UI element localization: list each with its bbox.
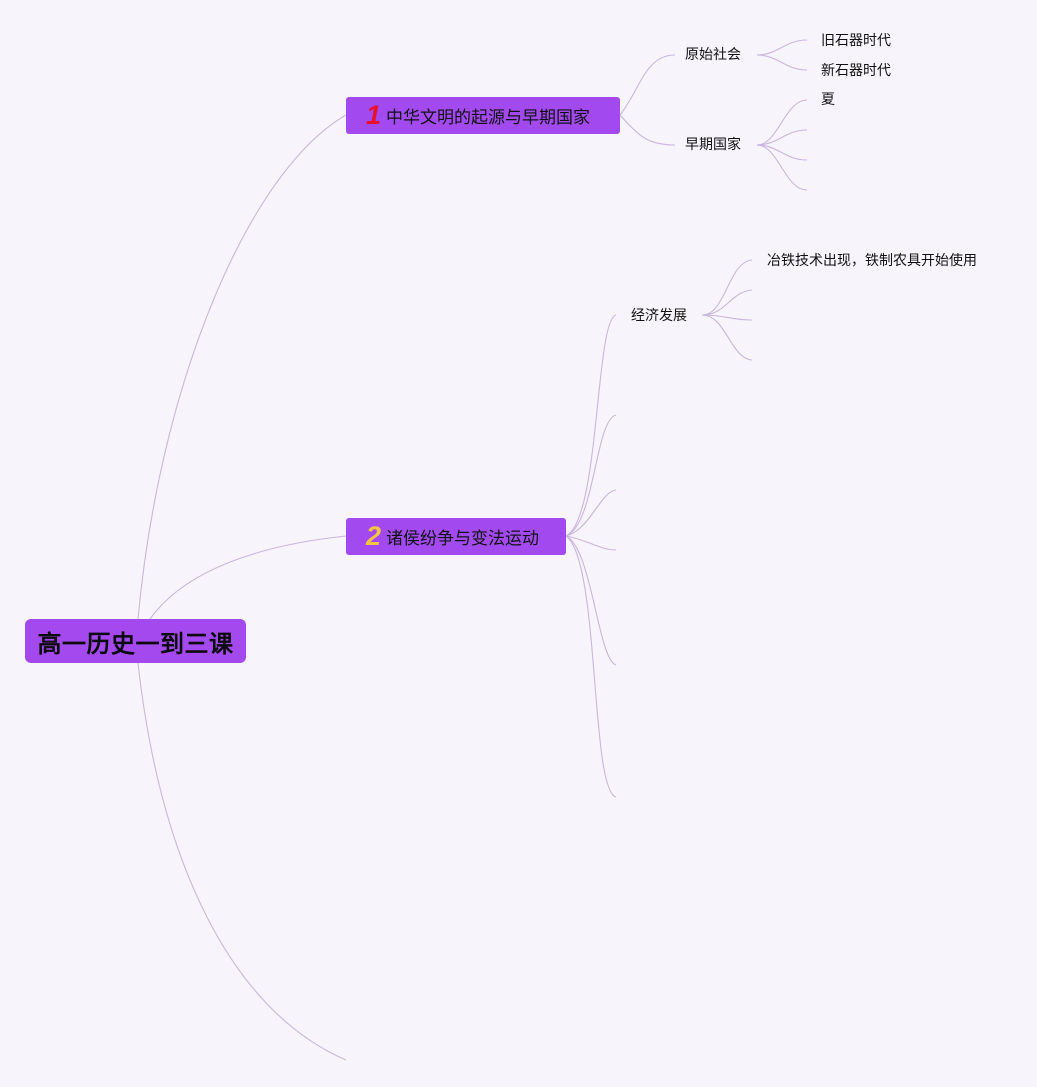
connector-zaoqi-c4: [756, 144, 808, 191]
connector-yuanshi-c2: [756, 54, 808, 71]
subtopic-xia[interactable]: 夏: [821, 92, 835, 108]
root-node-label: 高一历史一到三课: [37, 629, 234, 658]
topic-zaoqi-guojia[interactable]: 早期国家: [685, 137, 741, 153]
connector-jingji-c1: [701, 259, 753, 316]
connector-root-branch3: [137, 662, 347, 1061]
connector-zaoqi-c2: [756, 129, 808, 146]
number-2-badge: 2: [366, 521, 382, 551]
topic-jingji-fazhan[interactable]: 经济发展: [631, 308, 687, 324]
topic-yuanshi-shehui[interactable]: 原始社会: [685, 47, 741, 63]
root-node[interactable]: 高一历史一到三课: [25, 619, 246, 663]
connector-b2-c2: [565, 414, 617, 537]
connector-jingji-c4: [701, 314, 753, 361]
subtopic-xinshiqi[interactable]: 新石器时代: [821, 63, 891, 79]
connector-b2-c3: [565, 489, 617, 537]
connector-jingji-c2: [701, 289, 753, 316]
branch-2-label: 诸侯纷争与变法运动: [386, 529, 540, 549]
number-1-badge: 1: [366, 100, 382, 130]
connector-b2-jingji: [565, 314, 617, 537]
subtopic-jiushiqi[interactable]: 旧石器时代: [821, 33, 891, 49]
connector-zaoqi-c1: [756, 99, 808, 146]
branch-1-label: 中华文明的起源与早期国家: [386, 108, 591, 128]
subtopic-yetie[interactable]: 冶铁技术出现，铁制农具开始使用: [767, 253, 977, 269]
connector-b2-c6: [565, 535, 617, 798]
branch-node-2[interactable]: 2 诸侯纷争与变法运动: [346, 518, 566, 555]
connector-b1-yuanshi: [619, 54, 676, 116]
connector-root-branch2: [149, 535, 347, 620]
connector-yuanshi-c1: [756, 39, 808, 56]
connector-root-branch1: [137, 114, 347, 620]
connector-b2-c5: [565, 535, 617, 666]
connector-jingji-c3: [701, 314, 753, 321]
connector-b1-zaoqi: [619, 114, 676, 146]
connector-b2-c4: [565, 535, 617, 551]
branch-node-1[interactable]: 1 中华文明的起源与早期国家: [346, 97, 620, 134]
